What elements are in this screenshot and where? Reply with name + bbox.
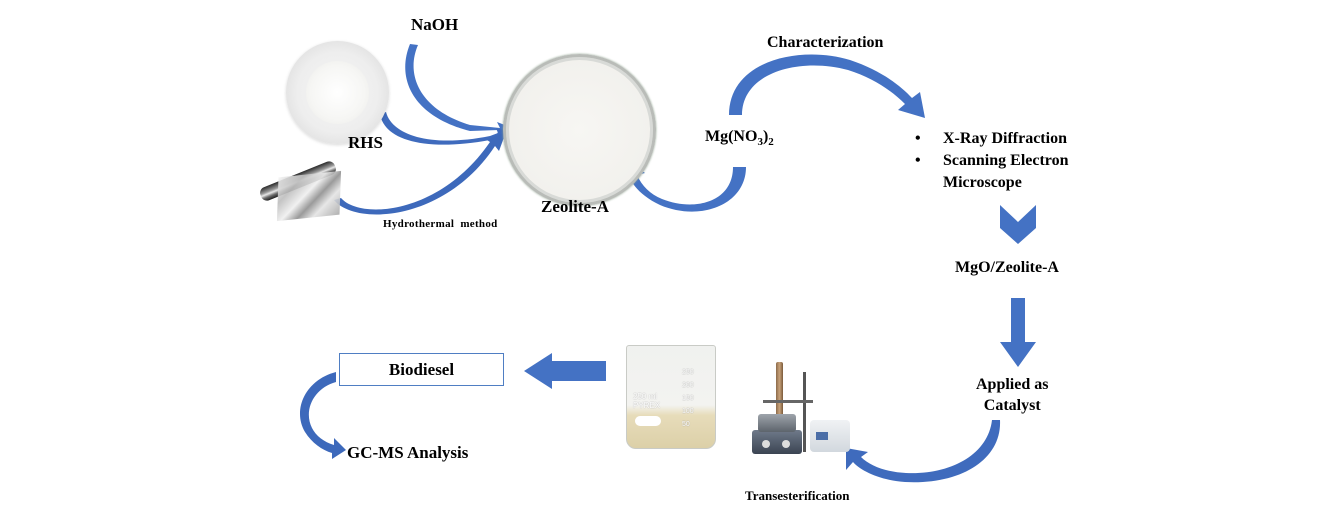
mgno3-paren: ) <box>762 128 769 145</box>
chevron-down-arrow <box>1000 205 1036 244</box>
arrow-mgno3-to-characterization <box>729 54 925 118</box>
arrow-rhs-to-zeolite <box>380 112 508 145</box>
zeolite-dish-image <box>503 54 656 206</box>
condenser <box>776 362 783 418</box>
bullet-icon: • <box>915 130 921 147</box>
biodiesel-label: Biodiesel <box>388 359 455 379</box>
clamp <box>763 400 813 403</box>
applied-line-2: Catalyst <box>983 397 1041 414</box>
grad-200: 200 <box>682 382 694 389</box>
arrow-foil-to-zeolite <box>334 132 506 215</box>
bullet-icon: • <box>915 152 921 169</box>
gc-ms-analysis-label: GC-MS Analysis <box>347 443 469 462</box>
rhs-bowl-image <box>286 41 389 144</box>
mgo-zeolite-label: MgO/Zeolite-A <box>955 259 1059 276</box>
grad-150: 150 <box>682 395 694 402</box>
beaker-brand-label: 250 ml PYREX <box>633 392 660 410</box>
technique-text: Microscope <box>943 174 1022 191</box>
mgno3-subscript-2: 2 <box>768 136 774 149</box>
reflux-apparatus-image <box>748 362 852 462</box>
applied-line-1: Applied as <box>976 376 1049 393</box>
beaker-white-label <box>635 416 661 426</box>
technique-xrd: • X-Ray Diffraction <box>915 128 1069 150</box>
water-pump <box>810 420 850 452</box>
technique-sem-cont: Microscope <box>915 172 1069 194</box>
hotplate-knob-right <box>782 440 790 448</box>
arrow-beaker-to-biodiesel <box>524 353 606 389</box>
rhs-powder <box>306 61 369 124</box>
mgno3-subscript-3: 3 <box>757 136 763 149</box>
rhs-label: RHS <box>348 133 383 152</box>
mgno3-text: Mg(NO <box>705 128 758 145</box>
characterization-techniques-list: • X-Ray Diffraction • Scanning Electron … <box>915 128 1069 194</box>
technique-text: Scanning Electron <box>943 152 1069 169</box>
beaker-volume-text: 250 ml <box>633 392 658 401</box>
foil-sheet <box>276 170 342 222</box>
pump-display <box>816 432 828 440</box>
mgno3-label: Mg(NO3)2 <box>705 128 774 148</box>
arrow-biodiesel-to-gcms <box>299 372 346 459</box>
beaker-image: 250 ml PYREX 250 200 150 100 50 <box>626 345 716 449</box>
arrow-mgo-to-applied <box>1000 298 1036 367</box>
biodiesel-box: Biodiesel <box>339 353 504 386</box>
technique-sem: • Scanning Electron <box>915 150 1069 172</box>
technique-text: X-Ray Diffraction <box>943 130 1067 147</box>
hotplate-stirrer <box>752 430 802 454</box>
applied-as-catalyst-label: Applied as Catalyst <box>976 374 1048 416</box>
arrow-applied-to-transesterification <box>846 420 1001 483</box>
arrow-mgno3-to-zeolite <box>622 160 746 212</box>
hydrothermal-method-label: Hydrothermal method <box>383 218 498 230</box>
beaker-pyrex-text: PYREX <box>633 401 661 410</box>
arrow-naoh-to-zeolite <box>405 44 510 134</box>
grad-100: 100 <box>682 408 694 415</box>
grad-50: 50 <box>682 421 690 428</box>
zeolite-a-label: Zeolite-A <box>541 197 609 216</box>
aluminium-foil-image <box>256 159 346 222</box>
naoh-label: NaOH <box>411 15 459 34</box>
oil-bath <box>758 414 796 432</box>
characterization-label: Characterization <box>767 34 884 51</box>
transesterification-label: Transesterification <box>745 488 850 503</box>
beaker-graduations: 250 200 150 100 50 <box>682 366 694 431</box>
grad-250: 250 <box>682 369 694 376</box>
stand-rod <box>803 372 806 452</box>
hotplate-knob-left <box>762 440 770 448</box>
